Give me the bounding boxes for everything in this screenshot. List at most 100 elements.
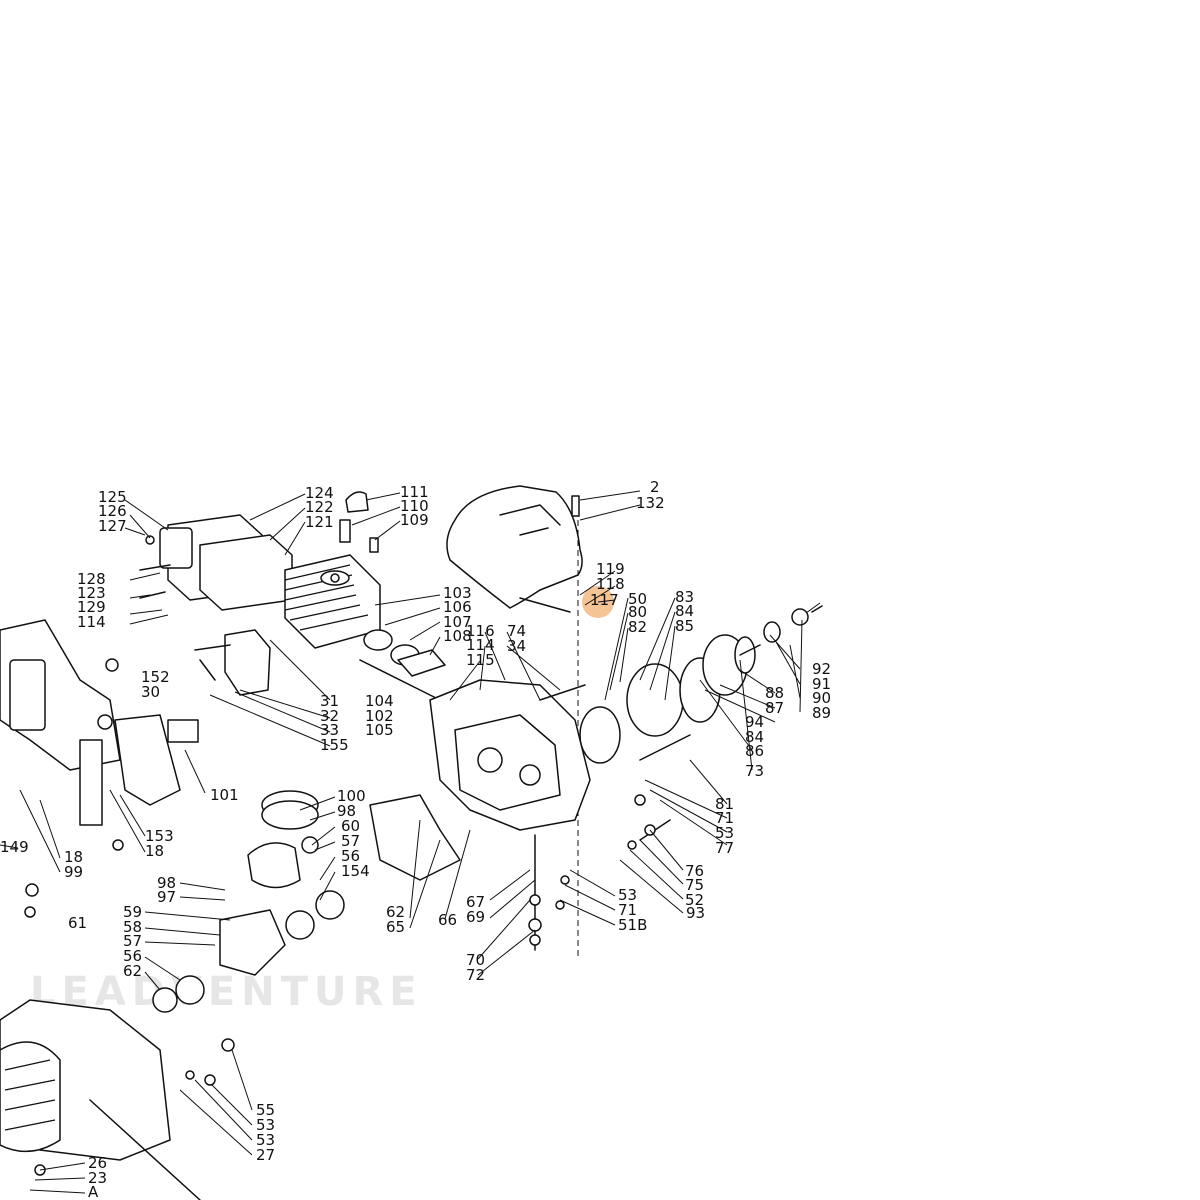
part-label[interactable]: 18 [145,842,164,860]
part-label[interactable]: 114 [77,613,106,631]
part-label[interactable]: 72 [466,966,485,984]
part-label[interactable]: 104 [365,692,394,710]
part-label[interactable]: 92 [812,660,831,678]
part-label[interactable]: 100 [337,787,366,805]
part-label[interactable]: 27 [256,1146,275,1164]
part-label[interactable]: 56 [123,947,142,965]
part-label[interactable]: 34 [507,637,526,655]
part-label[interactable]: 73 [745,762,764,780]
line-art [0,485,823,1200]
part-label[interactable]: 23 [88,1169,107,1187]
part-label[interactable]: 122 [305,498,334,516]
callout-labels: 2 132 111 110 109 119 118 117 50 80 82 8… [0,478,831,1200]
part-label[interactable]: 81 [715,795,734,813]
part-label[interactable]: 86 [745,742,764,760]
part-label[interactable]: 118 [596,575,625,593]
part-label[interactable]: 109 [400,511,429,529]
part-label[interactable]: 2 [650,478,660,496]
part-label[interactable]: 115 [466,651,495,669]
part-label[interactable]: 129 [77,598,106,616]
part-label[interactable]: 56 [341,847,360,865]
part-label[interactable]: 127 [98,517,127,535]
part-label[interactable]: 97 [157,888,176,906]
part-label[interactable]: 89 [812,704,831,722]
part-label[interactable]: 87 [765,699,784,717]
part-label[interactable]: 51B [618,916,647,934]
part-label[interactable]: 50 [628,590,647,608]
part-label[interactable]: 57 [341,832,360,850]
part-label[interactable]: 94 [745,713,764,731]
part-label[interactable]: 75 [685,876,704,894]
part-label[interactable]: 57 [123,932,142,950]
part-label[interactable]: 69 [466,908,485,926]
part-label[interactable]: 128 [77,570,106,588]
part-label[interactable]: 52 [685,891,704,909]
part-label[interactable]: 84 [745,728,764,746]
part-label[interactable]: 125 [98,488,127,506]
part-label[interactable]: 102 [365,707,394,725]
part-label[interactable]: 66 [438,911,457,929]
part-label[interactable]: 60 [341,817,360,835]
part-label[interactable]: 53 [715,824,734,842]
part-label[interactable]: 153 [145,827,174,845]
part-label[interactable]: 152 [141,668,170,686]
part-label[interactable]: 108 [443,627,472,645]
part-label[interactable]: 77 [715,839,734,857]
part-label[interactable]: 114 [466,636,495,654]
part-label[interactable]: 67 [466,893,485,911]
part-label[interactable]: 53 [256,1116,275,1134]
part-label[interactable]: 62 [123,962,142,980]
part-label[interactable]: 76 [685,862,704,880]
part-label[interactable]: 93 [686,904,705,922]
part-label[interactable]: 101 [210,786,239,804]
part-label[interactable]: 121 [305,513,334,531]
part-label[interactable]: 98 [157,874,176,892]
part-label[interactable]: 107 [443,613,472,631]
part-label[interactable]: 91 [812,675,831,693]
part-label[interactable]: 53 [618,886,637,904]
part-label[interactable]: 132 [636,494,665,512]
part-label[interactable]: 83 [675,588,694,606]
part-label[interactable]: 110 [400,497,429,515]
part-label[interactable]: 61 [68,914,87,932]
part-label[interactable]: 116 [466,622,495,640]
part-label[interactable]: 111 [400,483,429,501]
part-label[interactable]: 33 [320,721,339,739]
part-label[interactable]: 82 [628,618,647,636]
part-label[interactable]: 58 [123,918,142,936]
part-label[interactable]: 62 [386,903,405,921]
part-label[interactable]: 155 [320,736,349,754]
part-label[interactable]: 106 [443,598,472,616]
part-label[interactable]: 105 [365,721,394,739]
part-label[interactable]: 90 [812,689,831,707]
part-label[interactable]: 18 [64,848,83,866]
part-label[interactable]: 31 [320,692,339,710]
part-label-highlighted[interactable]: 117 [590,591,619,609]
part-label[interactable]: 55 [256,1101,275,1119]
part-label[interactable]: 103 [443,584,472,602]
part-label[interactable]: 98 [337,802,356,820]
part-label[interactable]: 53 [256,1131,275,1149]
part-label[interactable]: 70 [466,951,485,969]
part-label[interactable]: 126 [98,502,127,520]
part-label[interactable]: 80 [628,603,647,621]
part-label[interactable]: A [88,1183,99,1200]
part-label[interactable]: 84 [675,602,694,620]
part-label[interactable]: 59 [123,903,142,921]
part-label[interactable]: 71 [618,901,637,919]
part-label[interactable]: 30 [141,683,160,701]
part-label[interactable]: 85 [675,617,694,635]
part-label[interactable]: 65 [386,918,405,936]
part-label[interactable]: 124 [305,484,334,502]
part-label[interactable]: 32 [320,707,339,725]
part-label[interactable]: 119 [596,560,625,578]
part-label[interactable]: 74 [507,622,526,640]
part-label[interactable]: 71 [715,809,734,827]
part-label[interactable]: 154 [341,862,370,880]
part-label[interactable]: 88 [765,684,784,702]
part-label[interactable]: 149 [0,838,29,856]
part-label[interactable]: 99 [64,863,83,881]
part-label[interactable]: 26 [88,1154,107,1172]
part-label[interactable]: 123 [77,584,106,602]
